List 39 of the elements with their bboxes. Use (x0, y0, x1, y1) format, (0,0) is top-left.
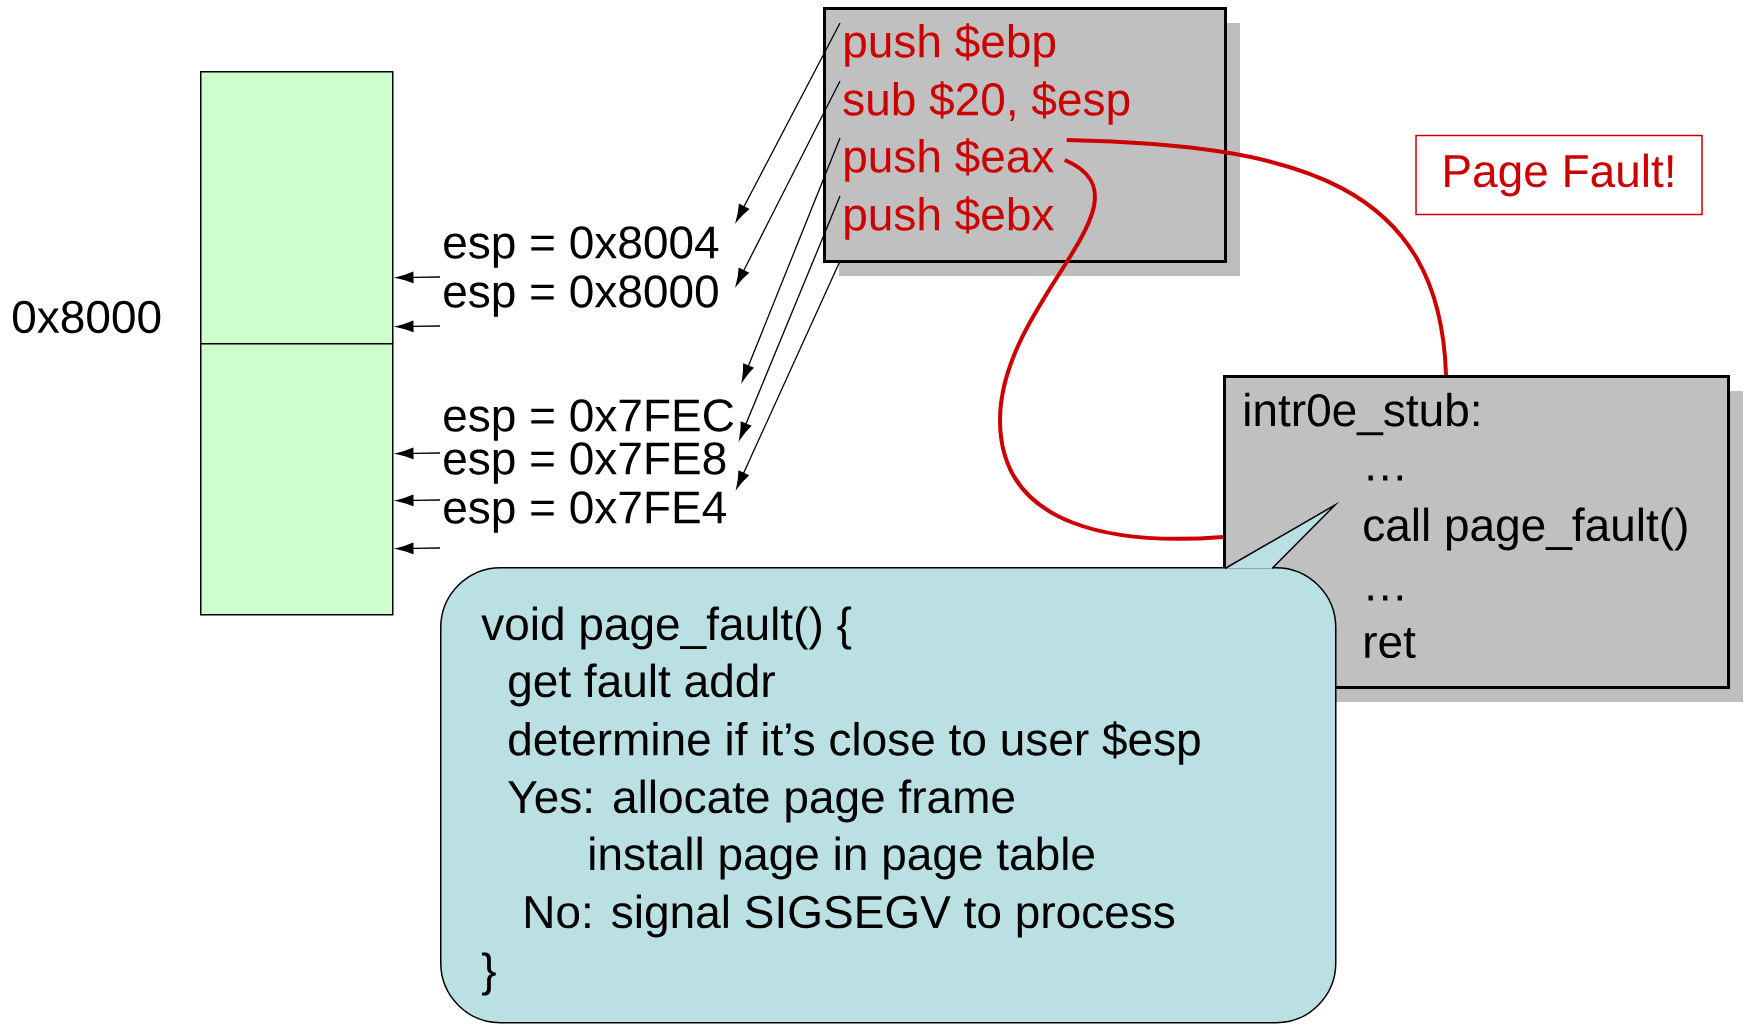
arrow (396, 320, 441, 333)
code-line: install page in page table (590, 836, 1094, 880)
connector-curve (998, 158, 1224, 541)
esp-label: esp = 0x7FEC (444, 399, 734, 441)
esp-label: esp = 0x8004 (444, 226, 719, 268)
code-line: determine if it’s close to user $esp (509, 721, 1200, 765)
arrow (396, 271, 441, 284)
stack-cell (200, 343, 394, 616)
code-line: push $eax (845, 138, 1054, 182)
arrow (396, 447, 441, 460)
stack-cell (200, 71, 394, 345)
code-line: Yes: allocate page frame (508, 779, 1014, 823)
code-box (823, 7, 1240, 276)
arrow (396, 494, 441, 507)
code-line: get fault addr (509, 663, 775, 707)
address-label: 0x8000 (13, 300, 161, 334)
connector-curve (1066, 138, 1448, 376)
code-line: ret (1365, 627, 1416, 659)
arrow (741, 137, 841, 382)
arrow (735, 80, 841, 286)
arrow (735, 22, 841, 222)
arrow (739, 195, 841, 440)
code-line: … (1368, 595, 1402, 601)
code-line: … (1368, 475, 1402, 481)
esp-label: esp = 0x8000 (444, 275, 718, 317)
arrow (396, 542, 441, 555)
esp-label: esp = 0x7FE4 (444, 491, 726, 533)
fault-label-box: Page Fault! (1415, 134, 1703, 216)
code-line: void page_fault() { (481, 606, 852, 650)
code-line: intr0e_stub: (1245, 392, 1479, 436)
code-box (1223, 375, 1744, 702)
code-line: sub $20, $esp (843, 81, 1130, 125)
code-line: push $ebx (845, 196, 1054, 240)
esp-label: esp = 0x7FE8 (444, 442, 726, 484)
code-line: } (482, 952, 496, 996)
arrow (736, 260, 841, 489)
code-line: push $ebp (845, 23, 1056, 67)
code-line: call page_fault() (1364, 507, 1687, 551)
code-line: No: signal SIGSEGV to process (526, 894, 1175, 938)
